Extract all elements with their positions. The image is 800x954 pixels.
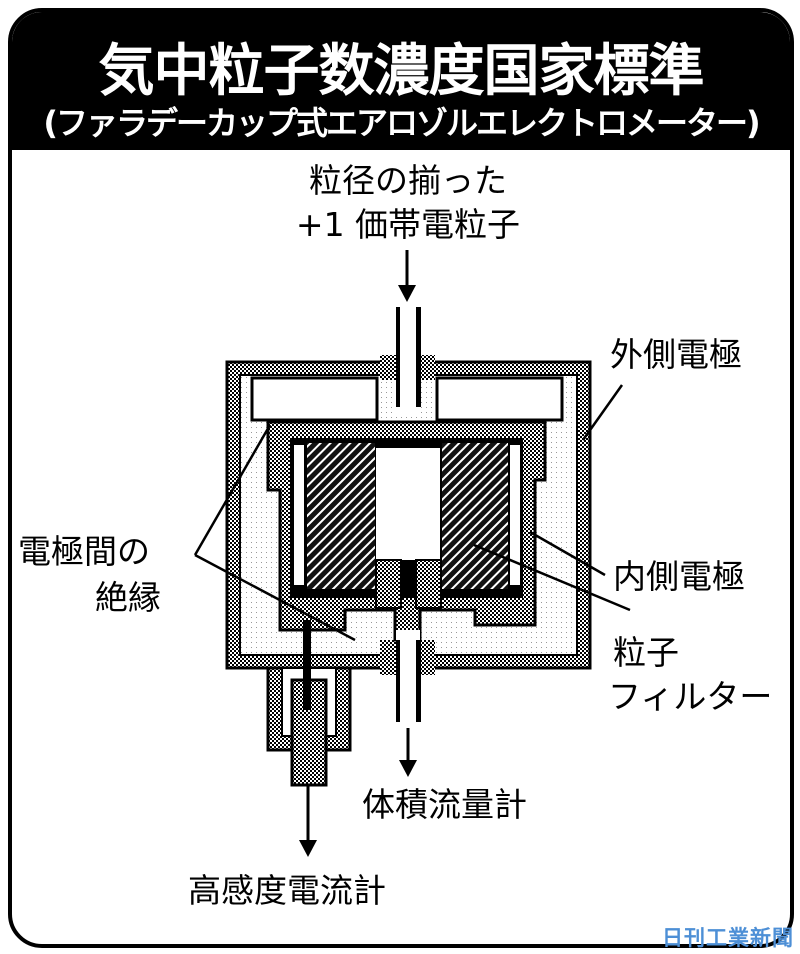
outer-electrode-label: 外側電極 bbox=[610, 335, 742, 374]
inlet-label-line2: +1 価帯電粒子 bbox=[295, 205, 521, 244]
electrometer-connector bbox=[266, 620, 352, 787]
watermark: 日刊工業新聞 bbox=[662, 926, 794, 950]
upper-chamber-right bbox=[435, 376, 564, 422]
inlet-label-line1: 粒径の揃った bbox=[309, 161, 507, 200]
inlet-arrow bbox=[398, 250, 416, 302]
particle-filter-right bbox=[440, 441, 510, 591]
filter-label-line2: フィルター bbox=[608, 677, 773, 716]
inner-electrode-label: 内側電極 bbox=[613, 557, 745, 596]
flowmeter-label: 体積流量計 bbox=[362, 785, 527, 824]
header-banner: 気中粒子数濃度国家標準 (ファラデーカップ式エアロゾルエレクトロメーター) bbox=[12, 12, 790, 150]
central-cavity bbox=[376, 448, 440, 560]
subtitle: (ファラデーカップ式エアロゾルエレクトロメーター) bbox=[43, 104, 760, 142]
insulation-label-line1: 電極間の bbox=[18, 532, 150, 571]
filter-label-line1: 粒子 bbox=[613, 633, 679, 672]
particle-filter-left bbox=[305, 441, 377, 591]
title: 気中粒子数濃度国家標準 bbox=[98, 39, 705, 104]
diagram-frame: 気中粒子数濃度国家標準 (ファラデーカップ式エアロゾルエレクトロメーター) bbox=[8, 8, 794, 948]
upper-chamber-left bbox=[250, 376, 379, 422]
outlet-arrow bbox=[399, 728, 417, 777]
leader-lines bbox=[193, 384, 631, 642]
electrometer-label: 高感度電流計 bbox=[188, 871, 386, 910]
current-arrow bbox=[299, 785, 317, 857]
insulation-label-line2: 絶縁 bbox=[95, 578, 161, 617]
inlet-tube bbox=[396, 307, 421, 417]
outlet-tube bbox=[396, 630, 421, 722]
